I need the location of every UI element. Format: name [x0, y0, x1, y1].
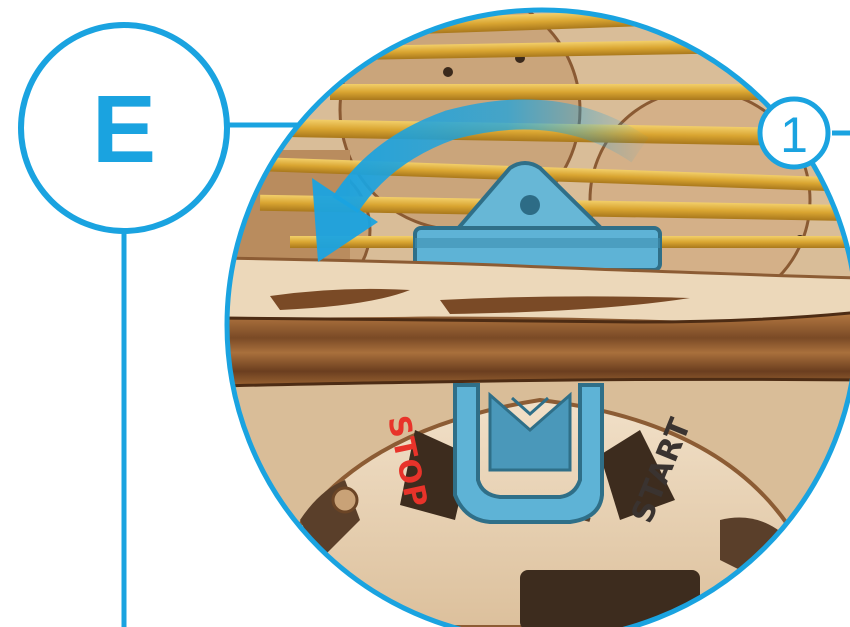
step-number: 1	[780, 107, 808, 163]
step-letter: E	[92, 76, 156, 183]
dark-wooden-plank	[220, 312, 850, 386]
